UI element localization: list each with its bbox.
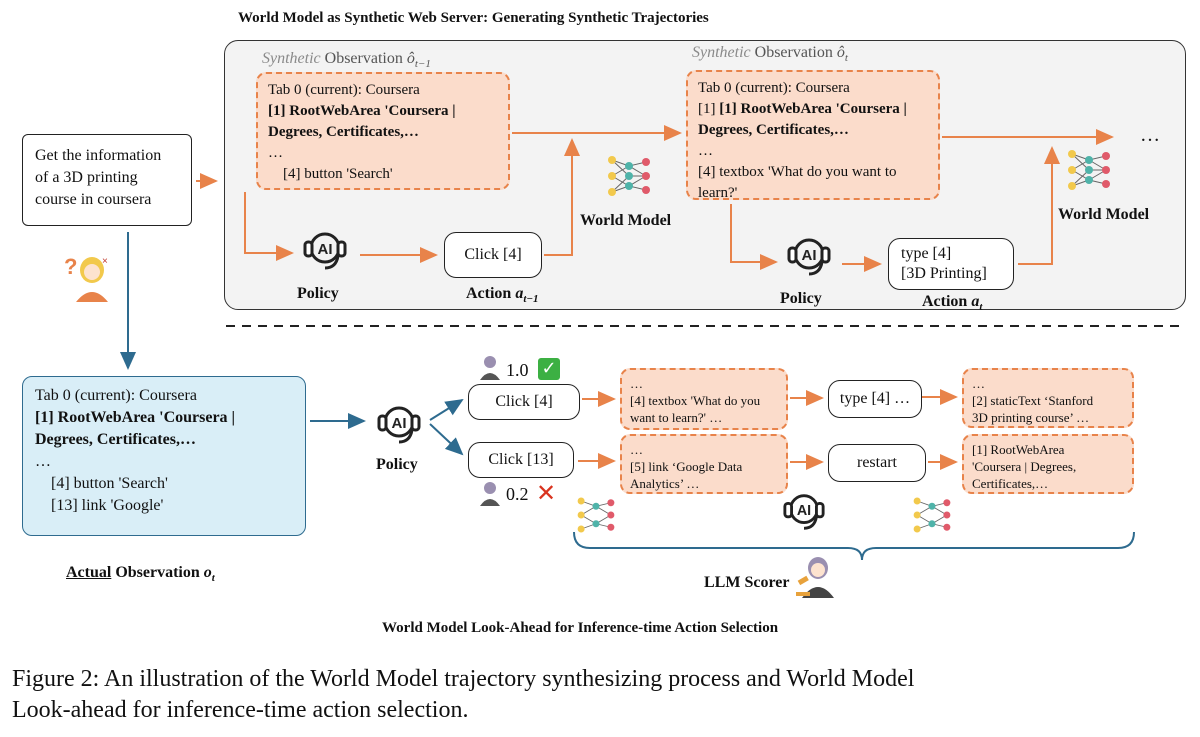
world-model-network-icon xyxy=(608,156,650,196)
continuation-ellipsis: … xyxy=(1140,124,1160,146)
svg-text:AI: AI xyxy=(802,247,817,264)
world-model-label-1: World Model xyxy=(580,212,672,229)
world-model-label-2: World Model xyxy=(1058,206,1150,223)
bottom-policy-label: Policy xyxy=(376,456,418,473)
svg-text:×: × xyxy=(102,256,108,267)
judge-icon-good xyxy=(480,356,500,380)
bottom-policy-ai-headset-icon: AI xyxy=(377,406,421,444)
figure-caption: Figure 2: An illustration of the World M… xyxy=(12,666,915,723)
score-bad: 0.2 xyxy=(506,484,529,504)
cross-icon: ✕ xyxy=(536,479,557,507)
world-model-network-icon-3 xyxy=(577,497,615,533)
synthetic-observation-prev: Tab 0 (current): Coursera [1] RootWebAre… xyxy=(256,72,510,190)
actual-observation-label: Actual Observation ot xyxy=(66,564,215,585)
obs-prev-heading: Synthetic Observation ôt−1 xyxy=(262,50,431,71)
task-instruction-box: Get the information of a 3D printing cou… xyxy=(22,134,192,226)
world-model-network-icon-4 xyxy=(913,497,951,533)
policy-ai-headset-icon-2: AI xyxy=(787,238,831,276)
check-icon: ✓ xyxy=(538,358,560,380)
restart-box: restart xyxy=(828,444,926,482)
svg-text:AI: AI xyxy=(797,503,811,519)
svg-text:?: ? xyxy=(64,254,77,279)
policy-label-1: Policy xyxy=(297,285,339,302)
world-model-network-icon-2 xyxy=(1068,150,1110,190)
lookahead-observation-b: … [5] link ‘Google Data Analytics’ … xyxy=(620,434,788,494)
click-action-box: Click [4] xyxy=(444,232,542,278)
score-good: 1.0 xyxy=(506,360,529,380)
action-prev-label: Action at−1 xyxy=(466,285,539,306)
llm-scorer-label: LLM Scorer xyxy=(704,574,790,591)
llm-scorer-judge-icon xyxy=(796,557,834,598)
actual-observation-box: Tab 0 (current): Coursera [1] RootWebAre… xyxy=(22,376,306,536)
svg-text:AI: AI xyxy=(318,241,333,258)
policy-ai-headset-icon: AI xyxy=(303,232,347,270)
user-question-icon: ? × xyxy=(64,254,108,302)
bottom-ai-headset-icon: AI xyxy=(783,494,825,530)
lookahead-result-a: … [2] staticText ‘Stanford 3D printing c… xyxy=(962,368,1134,428)
lookahead-observation-a: … [4] textbox 'What do you want to learn… xyxy=(620,368,788,430)
type-4-box: type [4] … xyxy=(828,380,922,418)
bottom-section-title: World Model Look-Ahead for Inference-tim… xyxy=(382,620,779,636)
judge-icon-bad xyxy=(480,482,500,506)
policy-label-2: Policy xyxy=(780,290,822,307)
click-13-button: Click [13] xyxy=(468,442,574,478)
svg-text:AI: AI xyxy=(392,415,407,432)
obs-cur-heading: Synthetic Observation ôt xyxy=(692,44,848,65)
lookahead-result-b: [1] RootWebArea 'Coursera | Degrees, Cer… xyxy=(962,434,1134,494)
type-action-box: type [4] [3D Printing] xyxy=(888,238,1014,290)
action-cur-label: Action at xyxy=(922,293,983,314)
click-4-button: Click [4] xyxy=(468,384,580,420)
synthetic-observation-cur: Tab 0 (current): Coursera [1] [1] RootWe… xyxy=(686,70,940,201)
top-section-title: World Model as Synthetic Web Server: Gen… xyxy=(238,10,709,26)
